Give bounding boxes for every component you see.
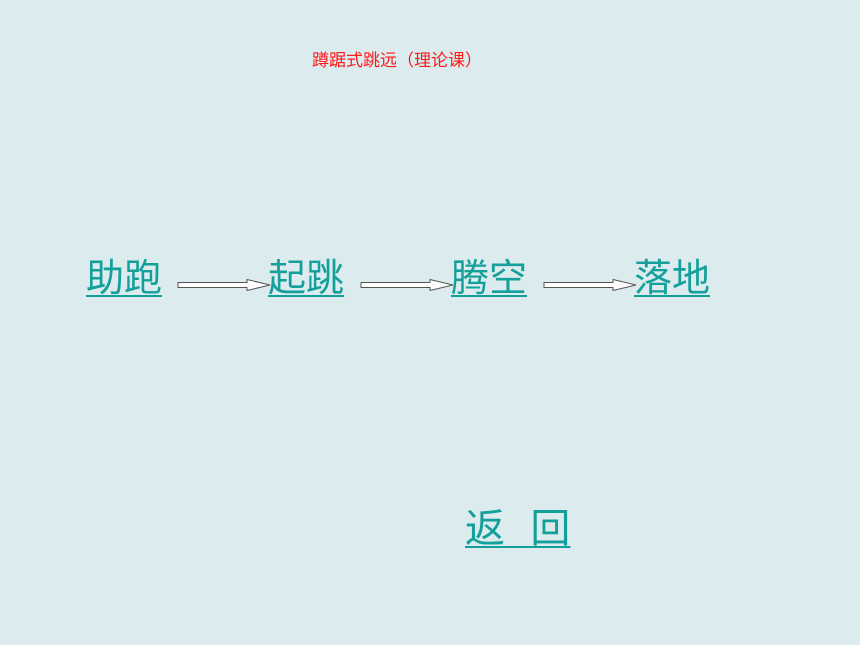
arrow-right-icon — [360, 279, 454, 291]
step-link-flight[interactable]: 腾空 — [451, 256, 528, 300]
step-link-run-up[interactable]: 助跑 — [86, 256, 163, 300]
slide-title: 蹲踞式跳远（理论课） — [312, 51, 482, 71]
step-link-landing[interactable]: 落地 — [634, 256, 711, 300]
arrow-right-icon — [177, 279, 271, 291]
arrow-right-icon — [543, 279, 637, 291]
back-link[interactable]: 返 回 — [465, 506, 571, 552]
step-link-take-off[interactable]: 起跳 — [268, 256, 345, 300]
